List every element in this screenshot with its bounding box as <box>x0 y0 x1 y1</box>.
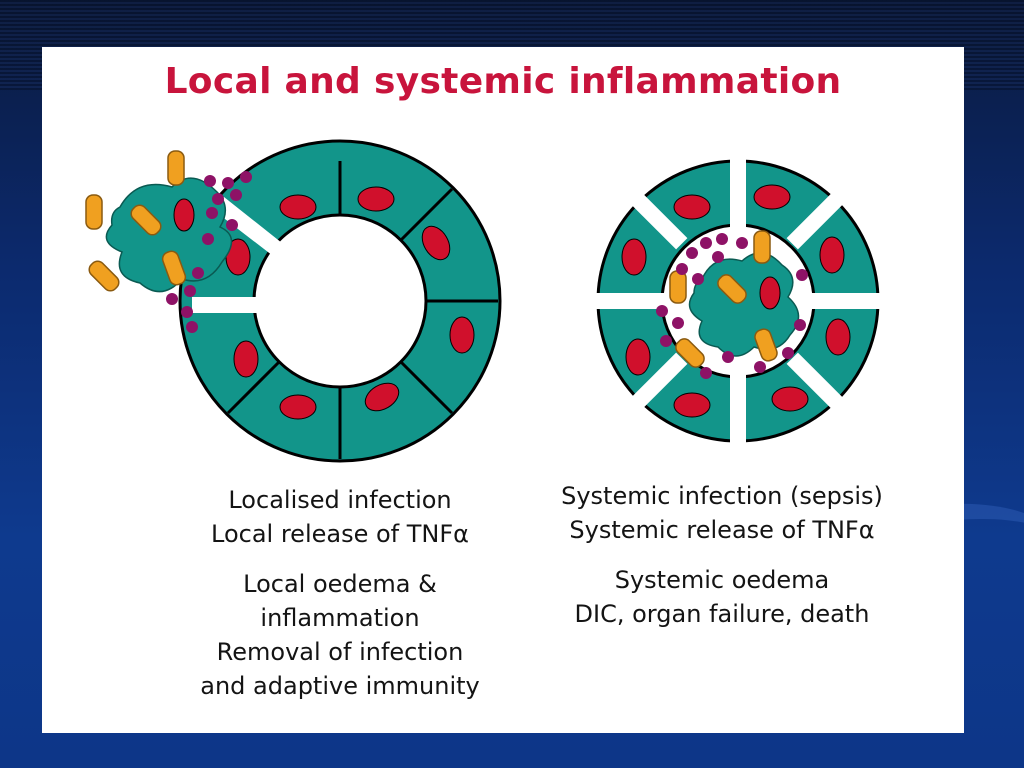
systemic-caption-line: Systemic infection (sepsis) <box>561 482 883 510</box>
local-caption-line: Local release of TNFα <box>211 520 469 548</box>
systemic-caption-line: Systemic release of TNFα <box>569 516 875 544</box>
systemic-vessel <box>594 157 882 445</box>
local-caption-line: Removal of infection <box>216 638 464 666</box>
slide-title: Local and systemic inflammation <box>164 61 842 102</box>
slide-panel: Local and systemic inflammation <box>42 47 964 733</box>
local-vessel <box>85 139 502 463</box>
local-caption-line: Localised infection <box>228 486 452 514</box>
local-caption-line: Local oedema & <box>243 570 437 598</box>
local-caption-line: inflammation <box>260 604 420 632</box>
local-caption-line: and adaptive immunity <box>200 672 480 700</box>
local-caption-bottom: Local oedema & inflammation Removal of i… <box>160 567 520 703</box>
inflammation-diagram <box>85 139 882 463</box>
systemic-caption-top: Systemic infection (sepsis) Systemic rel… <box>522 479 922 547</box>
systemic-caption-line: DIC, organ failure, death <box>574 600 870 628</box>
systemic-caption-bottom: Systemic oedema DIC, organ failure, deat… <box>522 563 922 631</box>
local-caption-top: Localised infection Local release of TNF… <box>160 483 520 551</box>
systemic-caption-line: Systemic oedema <box>614 566 830 594</box>
